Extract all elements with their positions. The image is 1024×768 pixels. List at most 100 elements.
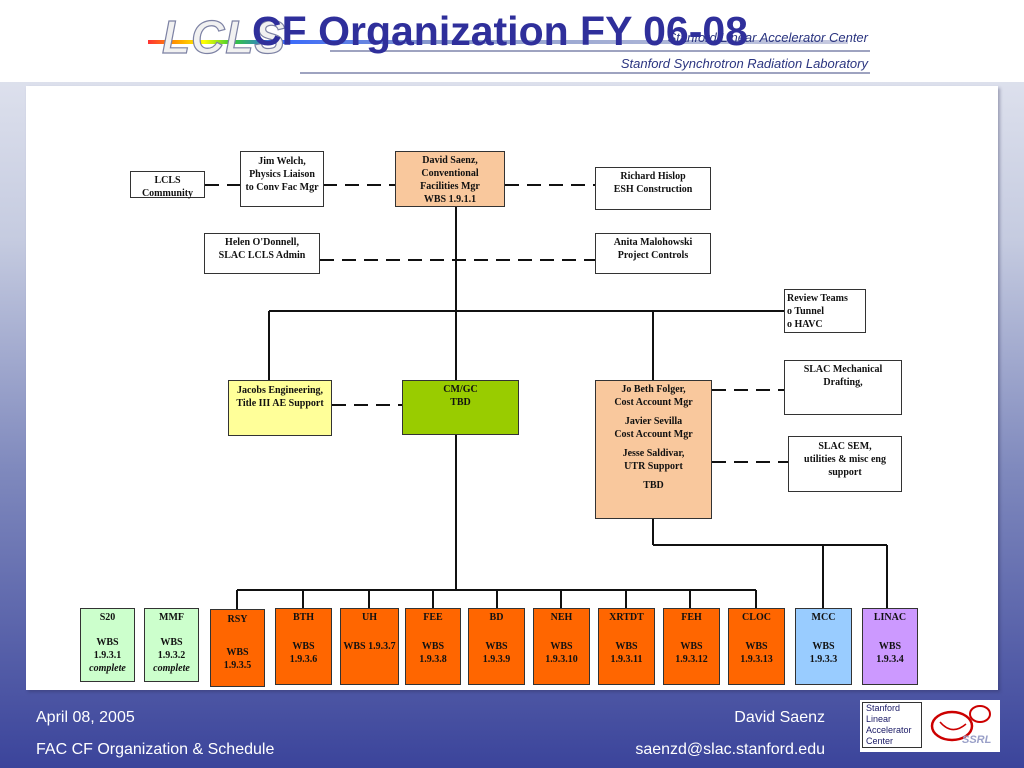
box-line: Javier Sevilla	[624, 416, 683, 427]
slac-logo-line: Linear	[866, 714, 892, 724]
box-line: Jim Welch,	[258, 156, 306, 167]
wbs-line: WBS	[745, 641, 768, 652]
box-line: SLAC LCLS Admin	[218, 250, 306, 261]
wbs-line: 1.9.3.5	[223, 660, 252, 671]
box-review-teams: Review Teams o Tunnel o HAVC	[784, 289, 866, 333]
box-jim-welch: Jim Welch, Physics Liaison to Conv Fac M…	[240, 151, 324, 207]
wbs-line: 1.9.3.4	[876, 654, 904, 665]
slac-logo-box: Stanford Linear Accelerator Center	[862, 702, 922, 748]
wbs-line: 1.9.3.2	[157, 650, 186, 661]
box-line: to Conv Fac Mgr	[245, 182, 319, 193]
wbs-line: 1.9.3.11	[610, 654, 643, 665]
footer-date: April 08, 2005	[36, 709, 135, 726]
logo-text: LCLS	[161, 10, 287, 63]
wbs-line: WBS	[485, 641, 508, 652]
box-line: Jesse Saldivar,	[622, 448, 685, 459]
wbs-name: MMF	[159, 612, 184, 623]
wbs-name: LINAC	[873, 612, 907, 623]
wbs-box-mmf: MMF WBS 1.9.3.2 complete	[144, 608, 199, 682]
wbs-line: WBS	[615, 641, 638, 652]
wbs-box-cloc: CLOC WBS 1.9.3.13	[728, 608, 785, 685]
lcls-logo: LCLS	[148, 10, 848, 68]
box-line: UTR Support	[624, 461, 683, 472]
wbs-box-feh: FEH WBS 1.9.3.12	[663, 608, 720, 685]
box-david-saenz: David Saenz, Conventional Facilities Mgr…	[395, 151, 505, 207]
wbs-box-fee: FEE WBS 1.9.3.8	[405, 608, 461, 685]
box-anita-malohowski: Anita Malohowski Project Controls	[595, 233, 711, 274]
footer-email: saenzd@slac.stanford.edu	[635, 741, 825, 758]
box-line: WBS 1.9.1.1	[423, 194, 477, 205]
wbs-line: 1.9.3.1	[93, 650, 122, 661]
box-richard-hislop: Richard Hislop ESH Construction	[595, 167, 711, 210]
footer-subject: FAC CF Organization & Schedule	[36, 741, 275, 758]
wbs-line: WBS	[550, 641, 573, 652]
wbs-box-linac: LINAC WBS 1.9.3.4	[862, 608, 918, 685]
wbs-note: complete	[153, 663, 190, 674]
footer-author: David Saenz	[734, 709, 825, 726]
wbs-line: WBS	[680, 641, 703, 652]
box-line: Review Teams	[787, 293, 848, 304]
wbs-line: WBS	[812, 641, 835, 652]
wbs-box-bth: BTH WBS 1.9.3.6	[275, 608, 332, 685]
box-line: Physics Liaison	[249, 169, 315, 180]
wbs-name: BTH	[292, 612, 315, 623]
box-helen-odonnell: Helen O'Donnell, SLAC LCLS Admin	[204, 233, 320, 274]
box-line: Project Controls	[617, 250, 689, 261]
wbs-line: WBS	[96, 637, 119, 648]
wbs-name: CLOC	[742, 612, 771, 623]
box-line: ESH Construction	[613, 184, 693, 195]
box-line: Helen O'Donnell,	[225, 237, 299, 248]
box-slac-sem: SLAC SEM, utilities & misc eng support	[788, 436, 902, 492]
header-lab-slac: Stanford Linear Accelerator Center	[667, 30, 868, 45]
box-line: TBD	[643, 480, 664, 491]
box-line: support	[828, 467, 862, 478]
box-line: David Saenz,	[422, 155, 478, 166]
header-divider-bottom	[300, 72, 870, 74]
wbs-line: 1.9.3.6	[289, 654, 318, 665]
box-lcls-community: LCLS Community	[130, 171, 205, 199]
box-line: SLAC Mechanical	[803, 364, 883, 375]
box-line: TBD	[450, 397, 471, 408]
box-line: Cost Account Mgr	[614, 429, 693, 440]
wbs-box-neh: NEH WBS 1.9.3.10	[533, 608, 590, 685]
box-line: utilities & misc eng	[804, 454, 886, 465]
wbs-line: 1.9.3.10	[545, 654, 578, 665]
wbs-name: RSY	[227, 614, 248, 625]
page-title: CF Organization FY 06-08	[252, 8, 748, 54]
wbs-box-mcc: MCC WBS 1.9.3.3	[795, 608, 852, 685]
box-slac-mechanical: SLAC Mechanical Drafting,	[784, 360, 902, 415]
wbs-name: BD	[489, 612, 504, 623]
header-lab-ssrl: Stanford Synchrotron Radiation Laborator…	[620, 56, 868, 71]
wbs-box-uh: UH WBS 1.9.3.7	[340, 608, 399, 685]
ssrl-logo: Stanford Linear Accelerator Center SSRL	[860, 700, 1000, 752]
wbs-line: WBS 1.9.3.7	[343, 641, 396, 652]
wbs-line: WBS	[878, 641, 902, 652]
wbs-line: WBS	[421, 641, 445, 652]
wbs-box-rsy: RSY WBS 1.9.3.5	[210, 609, 265, 687]
box-line: LCLS	[154, 175, 181, 186]
box-line: CM/GC	[443, 384, 478, 395]
wbs-box-s20: S20 WBS 1.9.3.1 complete	[80, 608, 135, 682]
ssrl-ring-icon	[930, 705, 991, 742]
wbs-line: WBS	[226, 647, 249, 658]
box-line: SLAC SEM,	[818, 441, 872, 452]
box-line: Cost Account Mgr	[614, 397, 693, 408]
box-line: Conventional	[421, 168, 479, 179]
logo-stripe-icon	[148, 40, 848, 44]
wbs-line: 1.9.3.8	[419, 654, 447, 665]
wbs-line: WBS	[292, 641, 315, 652]
box-line: Community	[141, 188, 194, 199]
header-divider-top	[330, 50, 870, 52]
wbs-box-bd: BD WBS 1.9.3.9	[468, 608, 525, 685]
wbs-name: FEH	[681, 612, 702, 623]
wbs-line: 1.9.3.12	[675, 654, 708, 665]
wbs-line: WBS	[160, 637, 183, 648]
wbs-name: S20	[99, 612, 116, 623]
wbs-name: NEH	[550, 612, 573, 623]
box-line: Drafting,	[823, 377, 863, 388]
slac-logo-line: Accelerator	[866, 725, 912, 735]
slac-logo-line: Stanford	[866, 703, 901, 713]
box-cm-gc: CM/GC TBD	[402, 380, 519, 435]
ssrl-text: SSRL	[962, 734, 992, 746]
